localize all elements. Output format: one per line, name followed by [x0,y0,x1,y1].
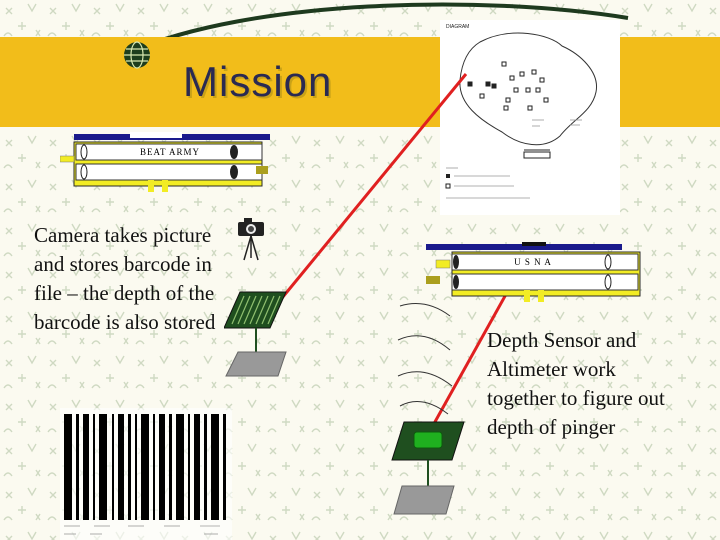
sonar-wave-icon [397,303,453,415]
barcode-panel [224,291,287,377]
pinger-icon [391,421,465,515]
top-decorative-curve [129,2,629,54]
pool-diagram-figure: DIAGRAM [440,20,620,215]
barcode-image [60,408,232,540]
submarine-right [426,242,641,302]
submarine-left [60,132,270,192]
camera-icon [238,218,264,261]
slide-title: Mission [183,58,333,105]
depth-sensor-caption: Depth Sensor and Altimeter work together… [487,328,665,439]
submarine-left-label: BEAT ARMY [139,147,201,157]
globe-icon [124,41,150,69]
submarine-right-label: U S N A [514,257,552,267]
camera-caption: Camera takes picture and stores barcode … [34,223,216,334]
pool-figure-heading: DIAGRAM [446,24,470,30]
